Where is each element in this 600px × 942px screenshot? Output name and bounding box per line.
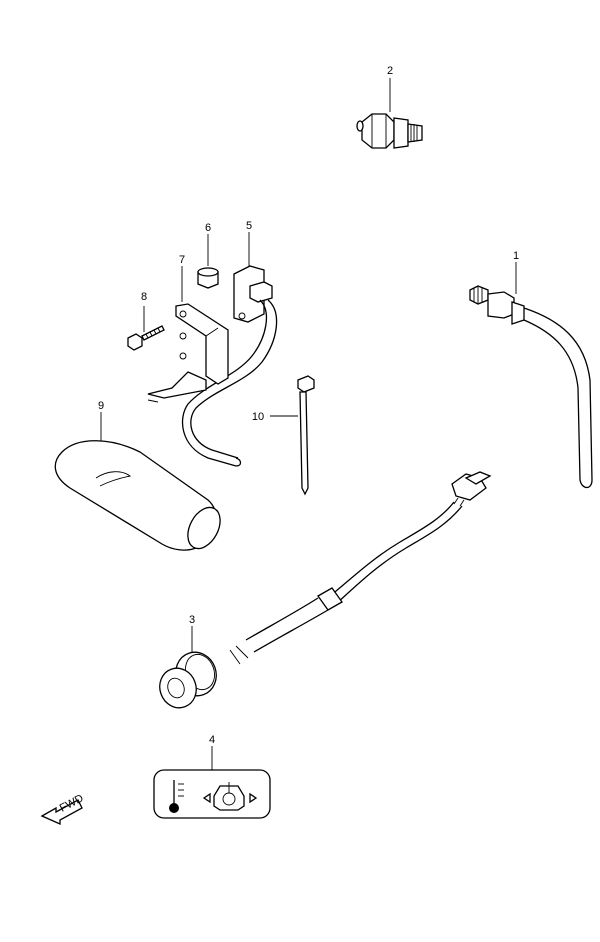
part-8-bolt xyxy=(127,306,165,351)
part-5-relay xyxy=(181,232,278,467)
part-1-temperature-sensor xyxy=(469,262,593,489)
part-7-bracket xyxy=(147,266,229,403)
part-2-pressure-switch xyxy=(356,78,423,149)
forward-arrow-icon: FWD xyxy=(40,792,86,826)
callout-8: 8 xyxy=(141,291,147,303)
part-3-harness xyxy=(159,471,492,709)
callout-6: 6 xyxy=(205,222,211,234)
engine-oil-icon xyxy=(202,782,258,811)
callout-2: 2 xyxy=(387,65,393,77)
callout-10: 10 xyxy=(252,411,264,423)
callout-3: 3 xyxy=(189,614,195,626)
part-10-cable-tie xyxy=(270,375,315,496)
callout-9: 9 xyxy=(98,400,104,412)
part-4-warning-label xyxy=(153,746,271,819)
part-6-collar xyxy=(197,234,219,289)
callout-5: 5 xyxy=(246,220,252,232)
callout-4: 4 xyxy=(209,734,215,746)
callout-7: 7 xyxy=(179,254,185,266)
part-9-sleeve xyxy=(54,412,221,551)
callout-1: 1 xyxy=(513,250,519,262)
thermometer-icon xyxy=(169,780,184,813)
